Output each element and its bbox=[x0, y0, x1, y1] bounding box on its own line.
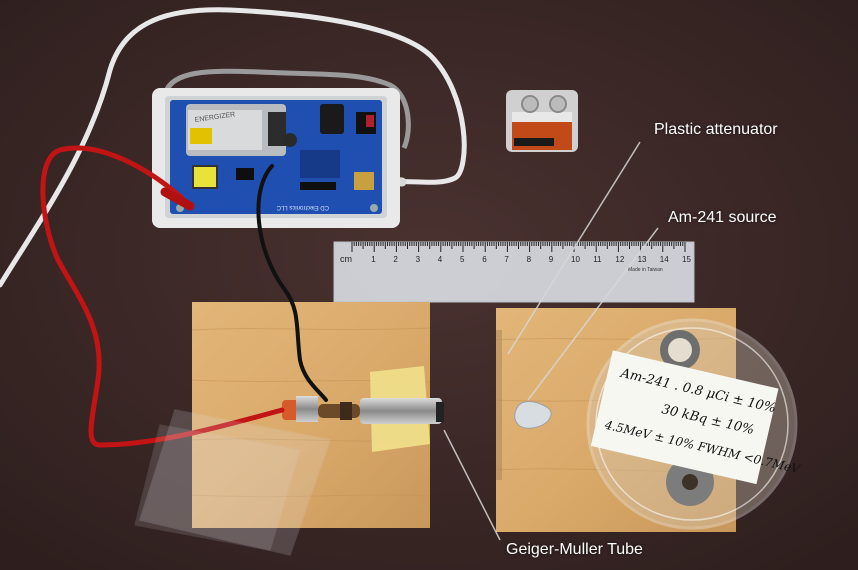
ruler-number: 13 bbox=[638, 255, 647, 264]
ruler-number: 4 bbox=[438, 255, 443, 264]
ruler-number: 12 bbox=[615, 255, 624, 264]
ruler-number: 8 bbox=[527, 255, 532, 264]
callout-am241-source: Am-241 source bbox=[668, 209, 777, 226]
ruler-maker: Made in Taiwan bbox=[628, 267, 663, 273]
ruler-number: 1 bbox=[371, 255, 376, 264]
pcb-label: CD Electronics LLC bbox=[276, 204, 329, 210]
ruler-unit: cm bbox=[340, 254, 352, 264]
am241-source-sample bbox=[514, 401, 552, 429]
red-wire bbox=[40, 145, 285, 448]
braided-cable bbox=[162, 68, 411, 150]
white-cable bbox=[0, 7, 467, 288]
ruler-number: 11 bbox=[593, 255, 602, 264]
ruler-number: 9 bbox=[549, 255, 554, 264]
ruler-number: 3 bbox=[416, 255, 421, 264]
red-clip bbox=[160, 187, 195, 211]
ruler-number: 5 bbox=[460, 255, 465, 264]
black-wire bbox=[256, 164, 328, 402]
callout-line-gm bbox=[443, 429, 501, 541]
spare-9v-battery bbox=[506, 90, 578, 152]
ruler-number: 14 bbox=[660, 255, 669, 264]
geiger-muller-tube bbox=[282, 396, 444, 424]
transformer bbox=[192, 165, 218, 189]
ruler-number: 6 bbox=[482, 255, 487, 264]
ruler-ticks bbox=[351, 242, 686, 252]
callout-line-plastic bbox=[507, 141, 641, 355]
geiger-counter-enclosure: ENERGIZER CD Electronics LLC bbox=[152, 88, 400, 228]
ruler-number: 7 bbox=[504, 255, 509, 264]
callout-gm-tube: Geiger-Muller Tube bbox=[506, 541, 643, 558]
plastic-sheets bbox=[134, 409, 331, 556]
ruler-number: 15 bbox=[682, 255, 691, 264]
callout-line-am241 bbox=[527, 227, 659, 401]
ruler-number: 10 bbox=[571, 255, 580, 264]
ruler-number: 2 bbox=[393, 255, 398, 264]
callout-plastic-attenuator: Plastic attenuator bbox=[654, 121, 778, 138]
